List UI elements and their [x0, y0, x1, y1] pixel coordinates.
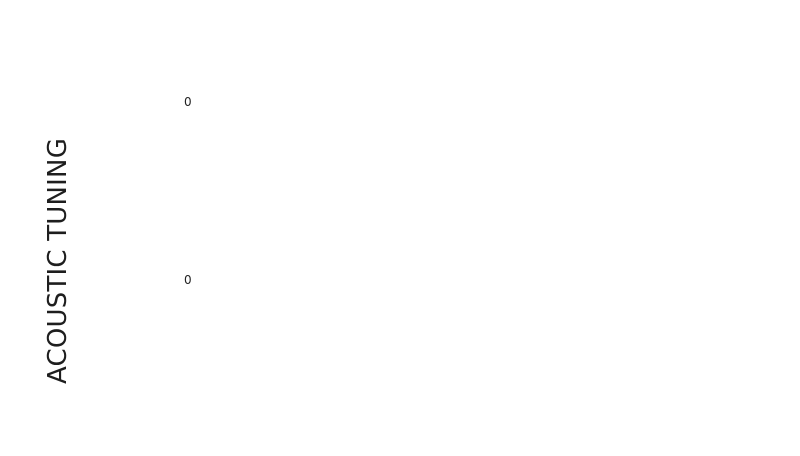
page-title: ACOUSTIC TUNING	[43, 137, 73, 385]
second-value-readout: 0	[184, 273, 192, 287]
first-value-readout: 0	[184, 95, 192, 109]
